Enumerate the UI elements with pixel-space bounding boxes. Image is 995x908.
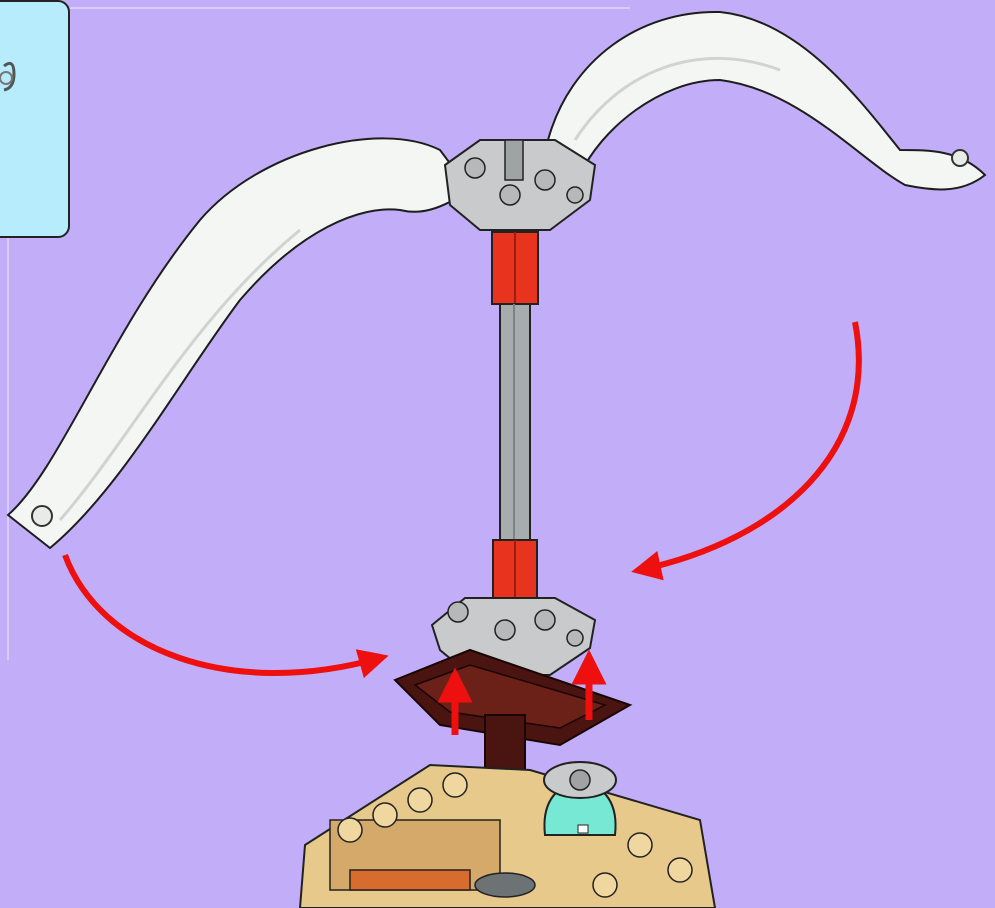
wing-tip-stud — [32, 506, 52, 526]
curved-arrow-icon — [640, 322, 859, 570]
left-wing — [8, 138, 470, 548]
right-wing — [548, 12, 985, 190]
curved-arrow-icon — [65, 555, 380, 673]
teal-dome — [544, 762, 616, 835]
base-block — [300, 765, 715, 908]
top-hub — [445, 140, 595, 230]
wing-tip-stud — [952, 150, 968, 166]
